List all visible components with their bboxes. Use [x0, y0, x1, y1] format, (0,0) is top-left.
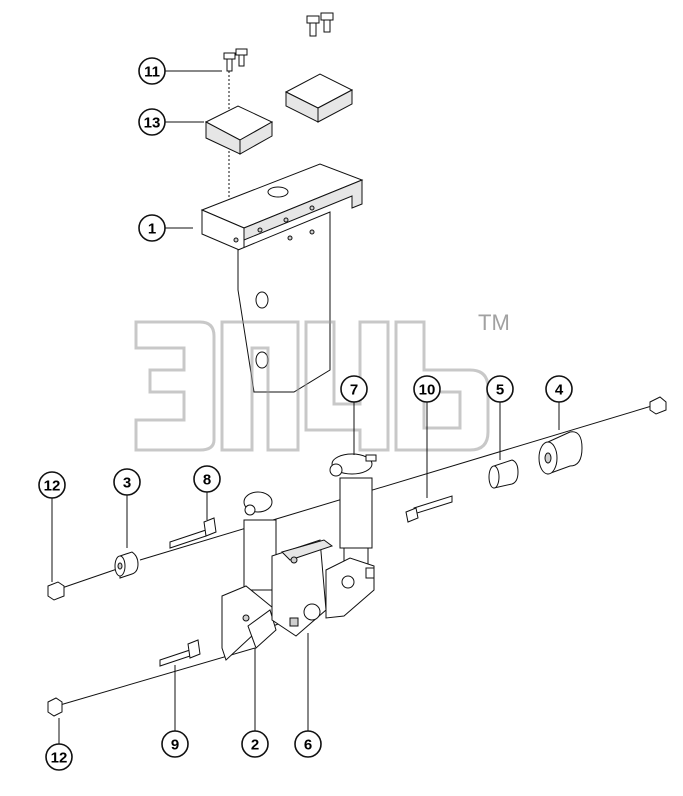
bushing-4 — [538, 431, 583, 475]
nut-end-right — [649, 396, 667, 415]
callout-10: 10 — [413, 375, 441, 498]
callout-number: 7 — [350, 382, 358, 399]
callout-circle — [545, 375, 573, 403]
callout-circle — [161, 730, 189, 758]
callout-number: 4 — [555, 382, 564, 399]
bracket-2 — [221, 585, 279, 661]
callout-1: 1 — [138, 214, 193, 242]
callout-circle — [45, 743, 73, 771]
callout-number: 9 — [171, 737, 179, 754]
axis-line-left — [55, 567, 121, 591]
bushing-3 — [114, 551, 139, 579]
callout-circle — [340, 375, 368, 403]
bracket-7-mount — [325, 557, 375, 619]
callout-8: 8 — [193, 465, 221, 520]
callout-7: 7 — [340, 375, 368, 455]
bolt-10 — [405, 495, 453, 523]
callout-12: 12 — [38, 471, 66, 582]
bolt-8 — [169, 517, 217, 549]
callout-circle — [294, 730, 322, 758]
nut-12-upper — [47, 581, 65, 601]
callout-circle — [138, 214, 166, 242]
callout-9: 9 — [161, 665, 189, 758]
callout-number: 12 — [44, 478, 61, 495]
axis-line-upper — [139, 404, 656, 561]
callout-number: 11 — [144, 64, 160, 81]
callout-12: 12 — [45, 718, 73, 771]
callout-number: 2 — [251, 737, 259, 754]
callout-group: 11 13 1 7 10 5 4 12 3 8 9 2 6 12 — [38, 57, 573, 771]
callout-number: 13 — [144, 115, 161, 132]
callout-number: 10 — [419, 382, 436, 399]
callout-number: 12 — [51, 750, 68, 767]
bushing-5 — [488, 459, 519, 489]
callout-number: 5 — [496, 382, 504, 399]
axis-line-lower — [59, 647, 256, 706]
callout-circle — [38, 471, 66, 499]
callout-13: 13 — [138, 108, 204, 136]
callout-number: 1 — [148, 221, 156, 238]
bracket-1 — [200, 163, 364, 393]
callout-number: 6 — [304, 737, 312, 754]
callout-number: 8 — [203, 472, 211, 489]
watermark-logo: TM — [134, 310, 510, 452]
callout-6: 6 — [294, 633, 322, 758]
callout-circle — [138, 108, 166, 136]
callout-circle — [193, 465, 221, 493]
trademark-mark: TM — [478, 310, 510, 335]
loose-bolts-top — [306, 12, 334, 37]
nut-12-lower — [47, 697, 63, 717]
pad-loose — [284, 73, 354, 123]
callout-2: 2 — [241, 648, 269, 758]
callout-circle — [241, 730, 269, 758]
callout-circle — [413, 375, 441, 403]
bracket-6 — [271, 539, 334, 637]
callout-circle — [486, 375, 514, 403]
callout-circle — [113, 468, 141, 496]
callout-number: 3 — [123, 475, 131, 492]
callout-5: 5 — [486, 375, 514, 460]
bolt-9 — [159, 639, 201, 667]
pad-13 — [204, 105, 274, 155]
callout-3: 3 — [113, 468, 141, 548]
callout-4: 4 — [545, 375, 573, 430]
callout-circle — [138, 57, 166, 85]
callout-11: 11 — [138, 57, 222, 85]
